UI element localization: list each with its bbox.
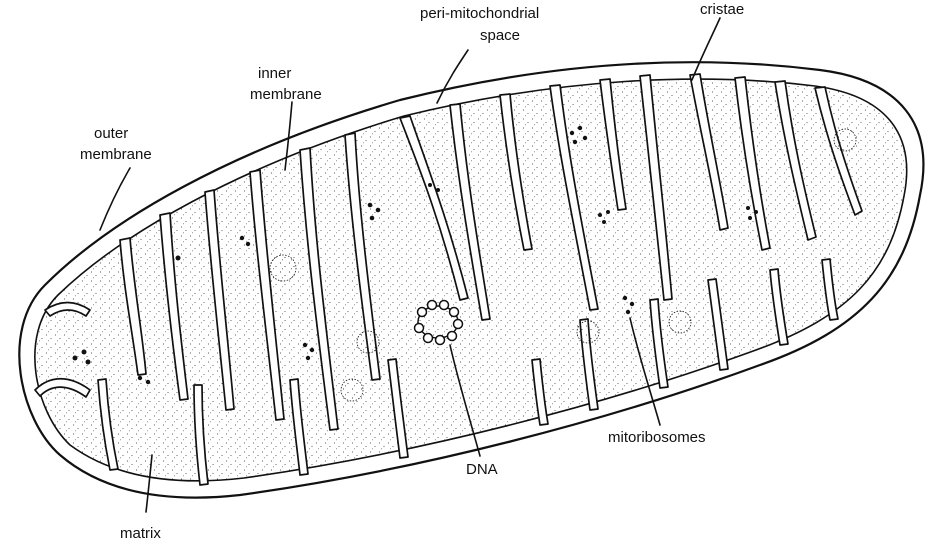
- label-outer-membrane: outer membrane: [80, 125, 152, 163]
- leader-peri-space: [437, 50, 468, 103]
- label-peri-mitochondrial-space: peri-mitochondrial space: [420, 5, 543, 44]
- leader-cristae: [692, 18, 720, 80]
- label-inner-membrane: inner membrane: [250, 65, 322, 103]
- label-dna: DNA: [466, 461, 498, 478]
- label-cristae: cristae: [700, 1, 744, 18]
- label-mitoribosomes: mitoribosomes: [608, 429, 706, 446]
- label-matrix: matrix: [120, 525, 161, 542]
